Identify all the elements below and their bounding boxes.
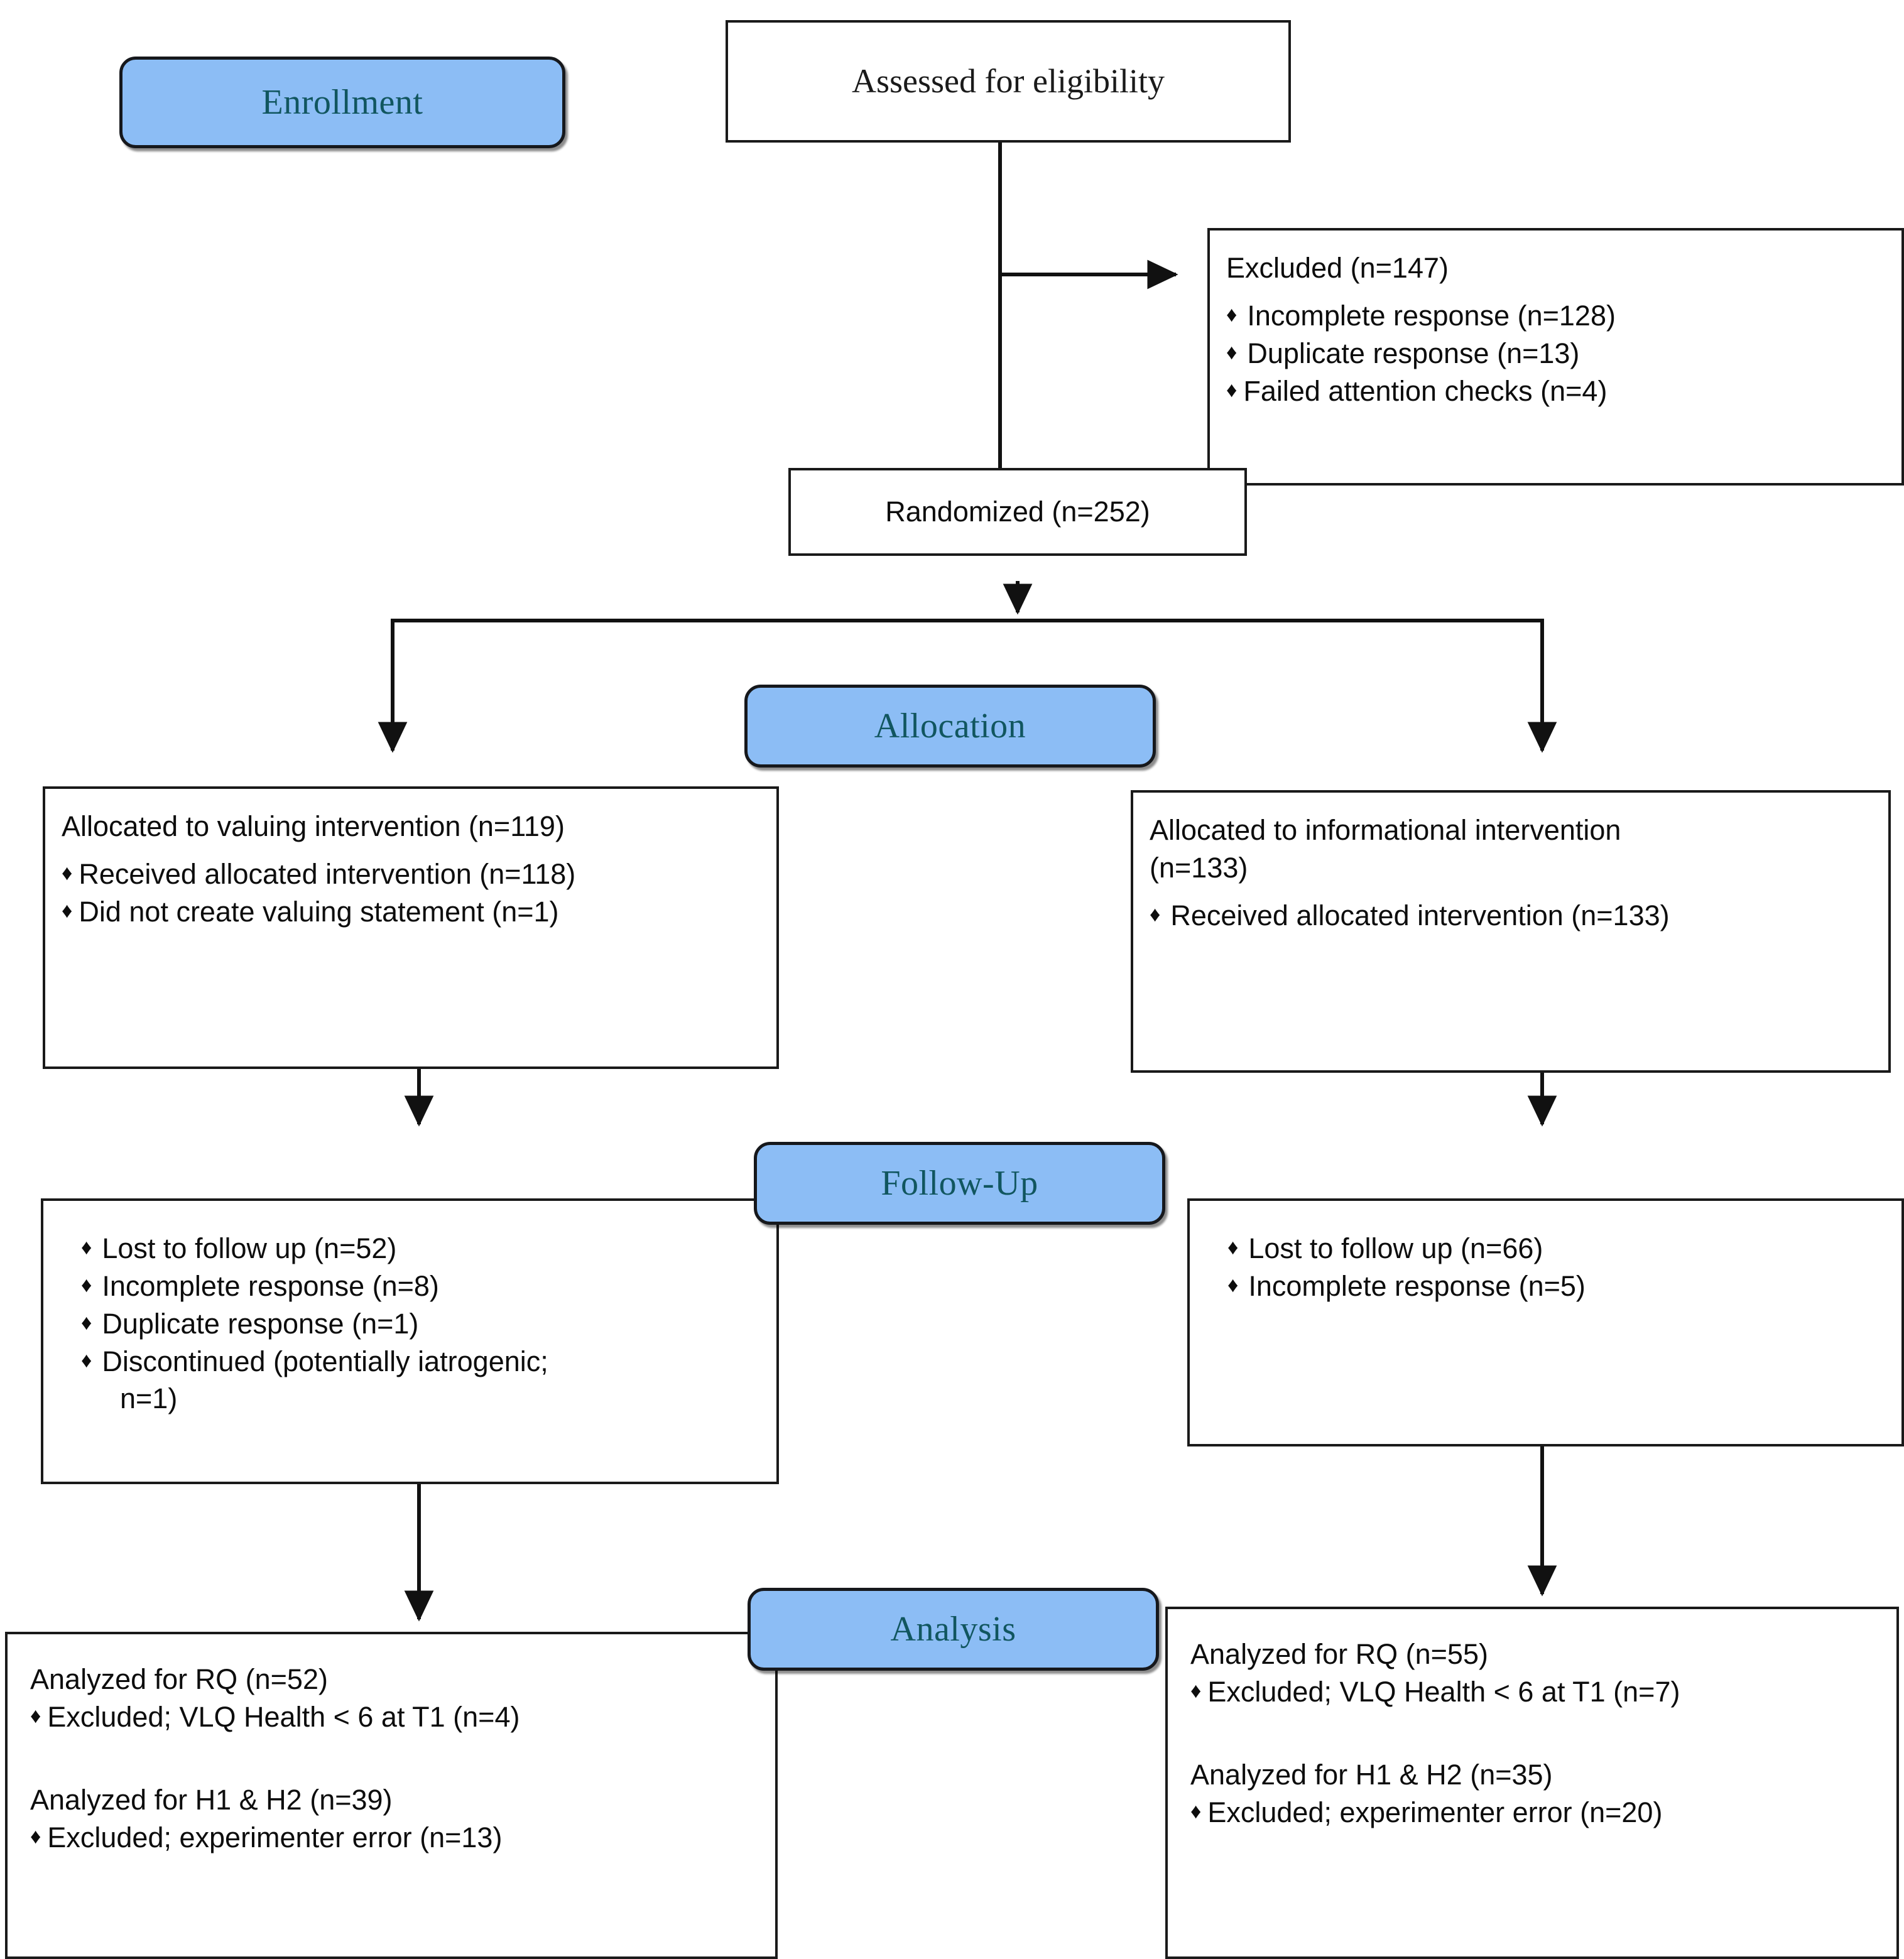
- diamond-bullet-icon: ♦: [81, 1348, 92, 1372]
- followup-left-item: ♦ Lost to follow up (n=52): [81, 1230, 760, 1267]
- analysis-right-rq-heading: Analyzed for RQ (n=55): [1190, 1638, 1488, 1670]
- diamond-bullet-icon: ♦: [1150, 902, 1161, 926]
- diamond-bullet-icon: ♦: [30, 1824, 41, 1848]
- diamond-bullet-icon: ♦: [1190, 1799, 1202, 1823]
- node-analysis-right: Analyzed for RQ (n=55) ♦ Excluded; VLQ H…: [1165, 1607, 1899, 1959]
- stage-label-enrollment: Enrollment: [119, 57, 565, 148]
- assessed-for-eligibility-text: Assessed for eligibility: [852, 62, 1165, 100]
- allocation-left-item-text: Received allocated intervention (n=118): [79, 857, 576, 890]
- followup-left-item: ♦ Duplicate response (n=1): [81, 1305, 760, 1343]
- diamond-bullet-icon: ♦: [81, 1235, 92, 1259]
- analysis-right-h-item-text: Excluded; experimenter error (n=20): [1207, 1796, 1663, 1828]
- diamond-bullet-icon: ♦: [1227, 1235, 1239, 1259]
- analysis-right-rq-item: ♦ Excluded; VLQ Health < 6 at T1 (n=7): [1190, 1673, 1880, 1711]
- diamond-bullet-icon: ♦: [1226, 340, 1238, 364]
- diamond-bullet-icon: ♦: [81, 1273, 92, 1297]
- followup-left-item-text: Lost to follow up (n=52): [102, 1232, 397, 1264]
- stage-label-analysis: Analysis: [748, 1588, 1159, 1671]
- allocation-right-heading: Allocated to informational intervention: [1150, 814, 1621, 846]
- stage-label-followup-text: Follow-Up: [881, 1164, 1038, 1203]
- allocation-right-item-text: Received allocated intervention (n=133): [1170, 899, 1670, 931]
- spacer: [1190, 1711, 1880, 1756]
- node-assessed-for-eligibility: Assessed for eligibility: [726, 20, 1291, 143]
- analysis-left-h-heading: Analyzed for H1 & H2 (n=39): [30, 1783, 393, 1816]
- excluded-item-text: Incomplete response (n=128): [1247, 299, 1616, 332]
- analysis-right-rq-item-text: Excluded; VLQ Health < 6 at T1 (n=7): [1207, 1675, 1680, 1708]
- diamond-bullet-icon: ♦: [30, 1703, 41, 1728]
- analysis-left-rq-item-text: Excluded; VLQ Health < 6 at T1 (n=4): [47, 1700, 520, 1733]
- allocation-left-item-text: Did not create valuing statement (n=1): [79, 895, 559, 928]
- spacer: [62, 845, 760, 855]
- node-randomized: Randomized (n=252): [788, 468, 1247, 556]
- followup-left-item: ♦ Incomplete response (n=8): [81, 1267, 760, 1305]
- allocation-left-item: ♦ Did not create valuing statement (n=1): [62, 893, 760, 931]
- stage-label-enrollment-text: Enrollment: [261, 83, 423, 122]
- diamond-bullet-icon: ♦: [1190, 1678, 1202, 1703]
- diamond-bullet-icon: ♦: [62, 860, 73, 885]
- followup-left-item-text: Incomplete response (n=8): [102, 1269, 439, 1302]
- randomized-text: Randomized (n=252): [885, 496, 1150, 528]
- spacer: [1150, 887, 1872, 897]
- followup-right-item: ♦ Lost to follow up (n=66): [1227, 1230, 1885, 1267]
- followup-left-item: ♦ Discontinued (potentially iatrogenic;: [81, 1343, 760, 1381]
- node-allocation-right: Allocated to informational intervention …: [1131, 790, 1891, 1073]
- allocation-right-item: ♦ Received allocated intervention (n=133…: [1150, 897, 1872, 935]
- analysis-left-h-item: ♦ Excluded; experimenter error (n=13): [30, 1819, 759, 1857]
- diamond-bullet-icon: ♦: [1226, 377, 1238, 402]
- excluded-item: ♦ Duplicate response (n=13): [1226, 335, 1885, 372]
- analysis-left-h-item-text: Excluded; experimenter error (n=13): [47, 1821, 503, 1853]
- diamond-bullet-icon: ♦: [62, 898, 73, 923]
- excluded-item: ♦ Incomplete response (n=128): [1226, 297, 1885, 335]
- allocation-left-item: ♦ Received allocated intervention (n=118…: [62, 855, 760, 893]
- analysis-left-rq-heading: Analyzed for RQ (n=52): [30, 1663, 328, 1695]
- node-followup-right: ♦ Lost to follow up (n=66) ♦ Incomplete …: [1187, 1198, 1904, 1446]
- node-analysis-left: Analyzed for RQ (n=52) ♦ Excluded; VLQ H…: [5, 1632, 778, 1959]
- excluded-item-text: Duplicate response (n=13): [1247, 337, 1580, 369]
- stage-label-followup: Follow-Up: [754, 1142, 1165, 1225]
- diamond-bullet-icon: ♦: [1226, 302, 1238, 327]
- analysis-left-rq-item: ♦ Excluded; VLQ Health < 6 at T1 (n=4): [30, 1698, 759, 1736]
- analysis-right-h-item: ♦ Excluded; experimenter error (n=20): [1190, 1794, 1880, 1831]
- diamond-bullet-icon: ♦: [81, 1310, 92, 1335]
- stage-label-analysis-text: Analysis: [890, 1610, 1016, 1649]
- node-allocation-left: Allocated to valuing intervention (n=119…: [43, 786, 779, 1069]
- followup-right-item-text: Incomplete response (n=5): [1248, 1269, 1586, 1302]
- excluded-heading: Excluded (n=147): [1226, 252, 1449, 284]
- followup-right-item-text: Lost to follow up (n=66): [1248, 1232, 1543, 1264]
- node-followup-left: ♦ Lost to follow up (n=52) ♦ Incomplete …: [41, 1198, 779, 1484]
- stage-label-allocation-text: Allocation: [874, 707, 1026, 746]
- followup-left-continuation: n=1): [120, 1382, 178, 1415]
- analysis-right-h-heading: Analyzed for H1 & H2 (n=35): [1190, 1758, 1553, 1791]
- stage-label-allocation: Allocation: [744, 685, 1156, 768]
- followup-right-item: ♦ Incomplete response (n=5): [1227, 1267, 1885, 1305]
- spacer: [1226, 287, 1885, 297]
- excluded-item-text: Failed attention checks (n=4): [1243, 374, 1608, 407]
- allocation-right-heading-line2: (n=133): [1150, 851, 1248, 884]
- spacer: [30, 1736, 759, 1781]
- followup-left-item-text: Discontinued (potentially iatrogenic;: [102, 1345, 548, 1377]
- diamond-bullet-icon: ♦: [1227, 1273, 1239, 1297]
- excluded-item: ♦ Failed attention checks (n=4): [1226, 372, 1885, 410]
- node-excluded: Excluded (n=147) ♦ Incomplete response (…: [1207, 228, 1904, 486]
- followup-left-item-text: Duplicate response (n=1): [102, 1307, 419, 1340]
- allocation-left-heading: Allocated to valuing intervention (n=119…: [62, 810, 565, 842]
